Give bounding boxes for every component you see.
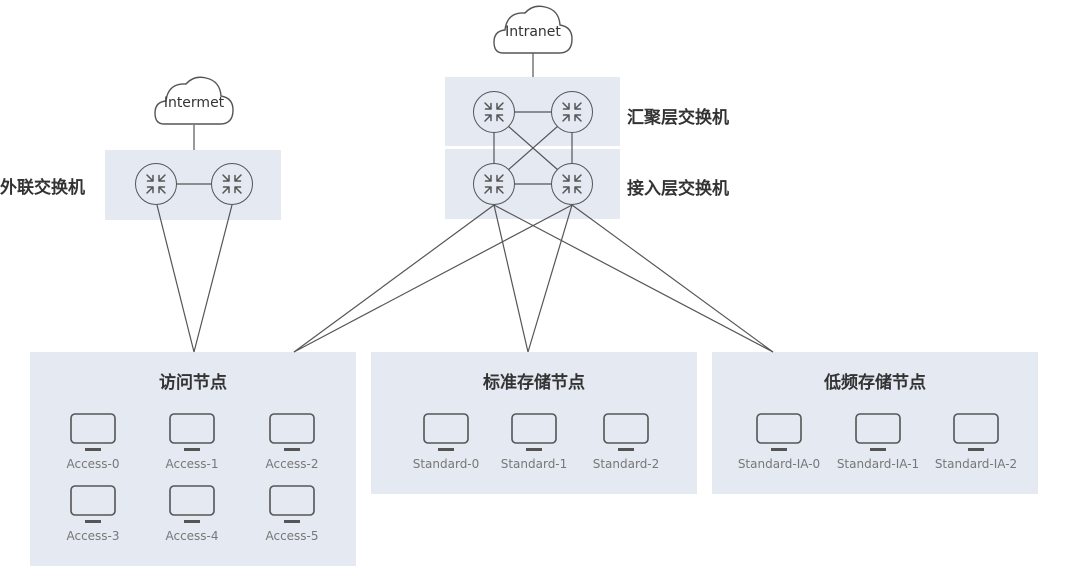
switch-arrows-icon xyxy=(484,102,504,122)
infrequent-storage-title: 低频存储节点 xyxy=(824,373,926,393)
aggregation-switch-label: 汇聚层交换机 xyxy=(627,108,729,128)
monitor-icon xyxy=(169,485,215,523)
access-right-to-infrequent xyxy=(571,204,774,353)
access-left-to-access-nodes xyxy=(293,204,495,353)
external-right-to-access-nodes xyxy=(193,204,233,353)
intranet-label: Intranet xyxy=(505,24,561,40)
access-nodes-title: 访问节点 xyxy=(159,373,227,393)
node-label: Standard-IA-1 xyxy=(836,457,920,471)
access-right-to-standard xyxy=(527,204,573,353)
monitor-icon xyxy=(855,413,901,451)
switch-arrows-icon xyxy=(146,174,166,194)
aggregation-switch-left xyxy=(473,91,515,133)
intranet-cloud: Intranet xyxy=(491,2,575,56)
monitor-icon xyxy=(70,485,116,523)
node-label: Standard-1 xyxy=(500,457,568,471)
node-label: Standard-0 xyxy=(412,457,480,471)
monitor-icon xyxy=(953,413,999,451)
standard-storage-title: 标准存储节点 xyxy=(483,373,585,393)
aggregation-switch-right xyxy=(551,91,593,133)
access-nodes-panel xyxy=(30,352,356,566)
node-label: Access-2 xyxy=(265,457,319,471)
monitor-icon xyxy=(269,485,315,523)
access-left-to-infrequent xyxy=(493,204,774,353)
access-node: Access-4 xyxy=(142,485,242,547)
switch-arrows-icon xyxy=(562,102,582,122)
monitor-icon xyxy=(511,413,557,451)
internet-label: Intermet xyxy=(163,95,225,111)
monitor-icon xyxy=(269,413,315,451)
monitor-icon xyxy=(756,413,802,451)
standard-storage-node: Standard-2 xyxy=(576,413,676,475)
external-switch-right xyxy=(211,163,253,205)
access-switch-right xyxy=(551,163,593,205)
infrequent-storage-node: Standard-IA-0 xyxy=(729,413,829,475)
node-label: Access-0 xyxy=(66,457,120,471)
monitor-icon xyxy=(169,413,215,451)
access-node: Access-2 xyxy=(242,413,342,475)
agg-right-to-access-left xyxy=(507,125,559,171)
cloud-icon xyxy=(493,5,573,54)
access-node: Access-0 xyxy=(43,413,143,475)
node-label: Standard-IA-0 xyxy=(737,457,821,471)
switch-arrows-icon xyxy=(562,174,582,194)
standard-storage-panel xyxy=(371,352,697,494)
node-label: Access-4 xyxy=(165,529,219,543)
monitor-icon xyxy=(603,413,649,451)
external-left-to-access-nodes xyxy=(156,204,195,353)
node-label: Access-1 xyxy=(165,457,219,471)
monitor-icon xyxy=(423,413,469,451)
infrequent-storage-node: Standard-IA-1 xyxy=(828,413,928,475)
internet-cloud: Intermet xyxy=(152,73,236,127)
access-switch-label: 接入层交换机 xyxy=(627,179,729,199)
access-node: Access-3 xyxy=(43,485,143,547)
monitor-icon xyxy=(70,413,116,451)
cloud-icon xyxy=(154,76,234,125)
switch-arrows-icon xyxy=(484,174,504,194)
node-label: Standard-IA-2 xyxy=(934,457,1018,471)
infrequent-storage-node: Standard-IA-2 xyxy=(926,413,1026,475)
external-switch-label: 外联交换机 xyxy=(0,178,85,198)
node-label: Standard-2 xyxy=(592,457,660,471)
access-node: Access-5 xyxy=(242,485,342,547)
node-label: Access-3 xyxy=(66,529,120,543)
standard-storage-node: Standard-1 xyxy=(484,413,584,475)
standard-storage-node: Standard-0 xyxy=(396,413,496,475)
infrequent-storage-panel xyxy=(712,352,1038,494)
access-left-to-standard xyxy=(493,204,529,353)
external-switch-left xyxy=(135,163,177,205)
access-right-to-access-nodes xyxy=(293,204,573,353)
switch-arrows-icon xyxy=(222,174,242,194)
node-label: Access-5 xyxy=(265,529,319,543)
access-node: Access-1 xyxy=(142,413,242,475)
access-switch-left xyxy=(473,163,515,205)
